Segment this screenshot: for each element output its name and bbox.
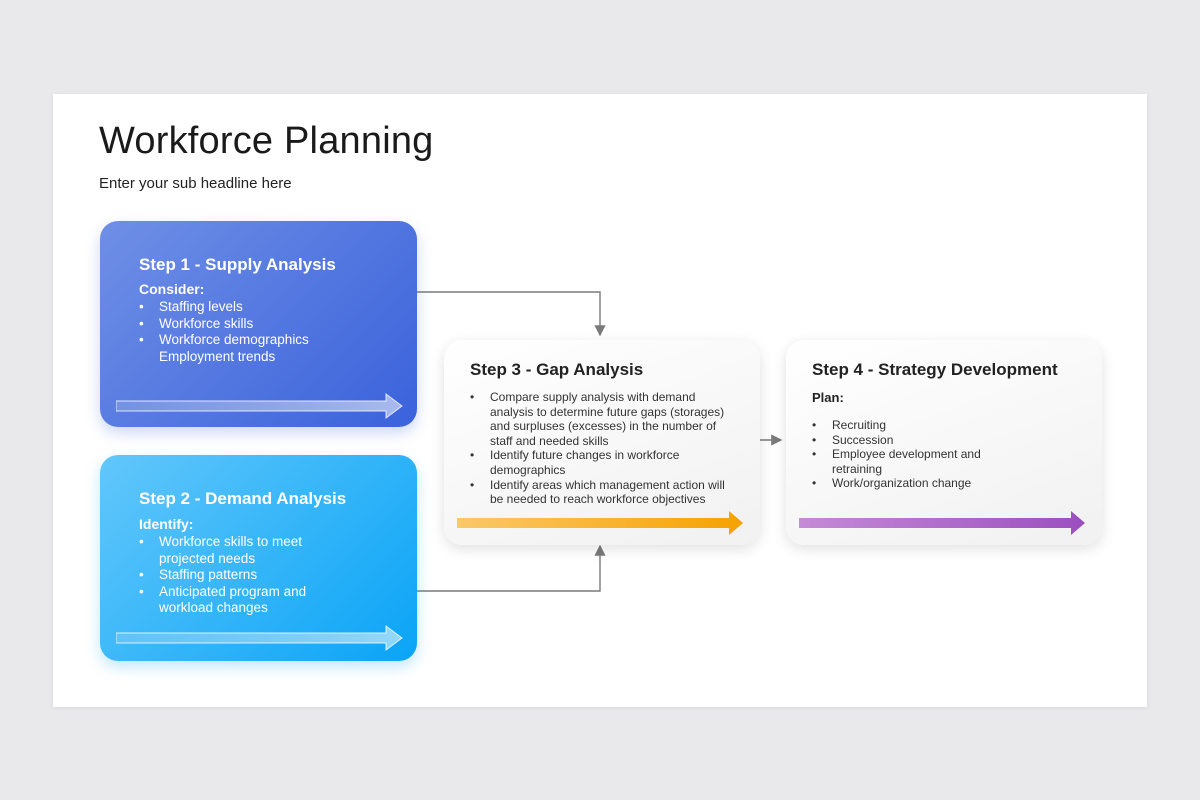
list-item: Recruiting	[812, 418, 981, 433]
list-item: Staffing patterns	[139, 567, 306, 584]
list-item: be needed to reach workforce objectives	[490, 492, 706, 507]
list-item: Employment trends	[159, 348, 276, 364]
list-item: Workforce demographics	[139, 332, 309, 349]
step3-card: Step 3 - Gap Analysis Compare supply ana…	[444, 340, 760, 545]
step4-subhead: Plan:	[812, 390, 844, 405]
list-item: Anticipated program and	[139, 584, 306, 601]
step4-arrow-icon	[799, 511, 1085, 535]
connector-lines	[417, 291, 783, 592]
step3-title: Step 3 - Gap Analysis	[470, 360, 644, 379]
list-item: Staffing levels	[139, 299, 309, 316]
step2-card: Step 2 - Demand Analysis Identify: Workf…	[100, 455, 417, 661]
list-item: analysis to determine future gaps (stora…	[490, 404, 725, 419]
list-item: demographics	[490, 462, 566, 477]
step1-card: Step 1 - Supply Analysis Consider: Staff…	[100, 221, 417, 427]
list-item: Workforce skills	[139, 316, 309, 333]
step1-subhead: Consider:	[139, 281, 205, 297]
step2-subhead: Identify:	[139, 516, 194, 532]
list-item: and surpluses (excesses) in the number o…	[490, 419, 717, 434]
list-item: Succession	[812, 433, 981, 448]
list-item: Employee development and	[812, 447, 981, 462]
step2-arrow-icon	[116, 625, 403, 651]
slide: Workforce Planning Enter your sub headli…	[53, 94, 1147, 707]
list-item: staff and needed skills	[490, 433, 609, 448]
step1-list: Staffing levels Workforce skills Workfor…	[139, 299, 309, 365]
connector-step2-to-step3	[417, 544, 606, 592]
list-item: Compare supply analysis with demand	[470, 390, 725, 405]
step3-arrow-icon	[457, 511, 743, 535]
step2-title: Step 2 - Demand Analysis	[139, 489, 347, 508]
page-title: Workforce Planning	[99, 120, 434, 162]
list-item: retraining	[832, 461, 883, 476]
list-item: Workforce skills to meet	[139, 534, 306, 551]
list-item: Work/organization change	[812, 476, 981, 491]
step1-title: Step 1 - Supply Analysis	[139, 255, 336, 274]
step4-list: Recruiting Succession Employee developme…	[812, 418, 981, 491]
step4-title: Step 4 - Strategy Development	[812, 360, 1058, 379]
list-item: Identify future changes in workforce	[470, 448, 725, 463]
page-subtitle: Enter your sub headline here	[99, 175, 292, 192]
list-item: Identify areas which management action w…	[470, 478, 725, 493]
step2-list: Workforce skills to meet projected needs…	[139, 534, 306, 617]
step4-card: Step 4 - Strategy Development Plan: Recr…	[786, 340, 1102, 545]
list-item: projected needs	[159, 550, 256, 566]
step1-arrow-icon	[116, 393, 403, 419]
step3-list: Compare supply analysis with demand anal…	[470, 390, 725, 507]
connector-step1-to-step3	[417, 291, 606, 337]
list-item: workload changes	[159, 600, 268, 615]
